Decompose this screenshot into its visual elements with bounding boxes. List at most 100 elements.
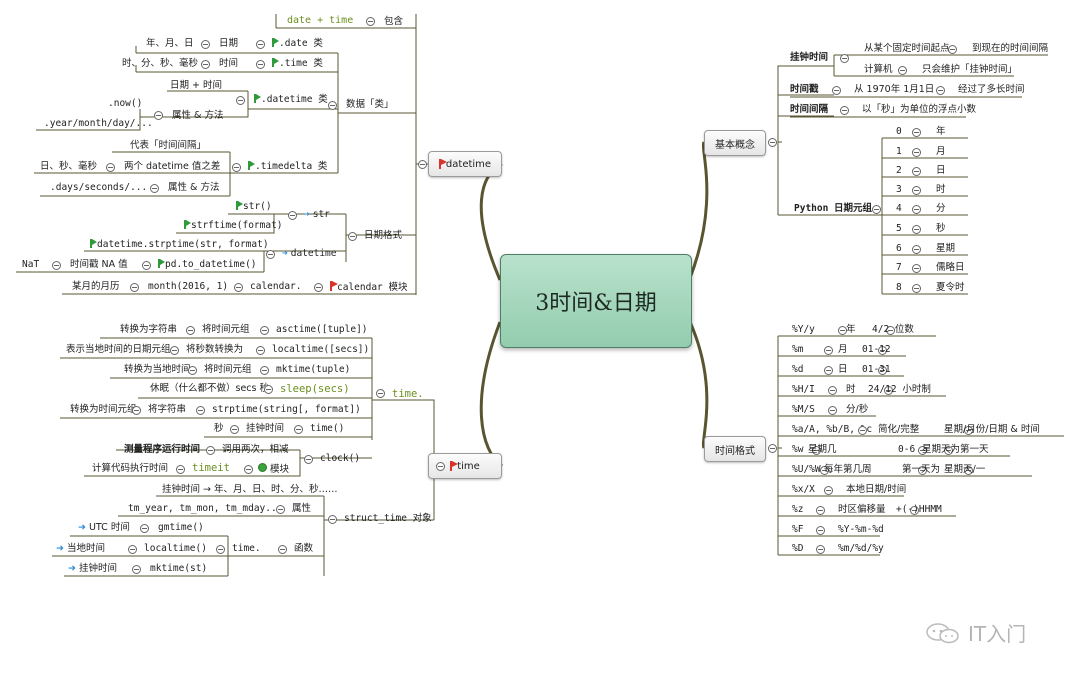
collapse-icon[interactable] [230, 425, 239, 434]
collapse-icon[interactable] [912, 205, 921, 214]
collapse-icon[interactable] [256, 40, 265, 49]
collapse-icon[interactable] [912, 148, 921, 157]
collapse-icon[interactable] [858, 426, 867, 435]
collapse-icon[interactable] [314, 283, 323, 292]
collapse-icon[interactable] [196, 406, 205, 415]
collapse-icon[interactable] [106, 163, 115, 172]
collapse-icon[interactable] [142, 261, 151, 270]
watermark: IT入门 [924, 618, 1026, 647]
collapse-icon[interactable] [186, 326, 195, 335]
collapse-icon[interactable] [840, 54, 849, 63]
collapse-icon[interactable] [418, 160, 427, 169]
collapse-icon[interactable] [964, 426, 973, 435]
collapse-icon[interactable] [132, 565, 141, 574]
branch-datetime[interactable]: datetime [428, 151, 502, 177]
collapse-icon[interactable] [276, 505, 285, 514]
branch-time-format[interactable]: 时间格式 [704, 436, 766, 462]
collapse-icon[interactable] [816, 545, 825, 554]
format-desc: %Y-%m-%d [838, 524, 884, 535]
collapse-icon[interactable] [176, 465, 185, 474]
collapse-icon[interactable] [52, 261, 61, 270]
collapse-icon[interactable] [260, 326, 269, 335]
collapse-icon[interactable] [294, 425, 303, 434]
collapse-icon[interactable] [206, 446, 215, 455]
collapse-icon[interactable] [188, 366, 197, 375]
collapse-icon[interactable] [244, 465, 253, 474]
collapse-icon[interactable] [130, 283, 139, 292]
collapse-icon[interactable] [878, 346, 887, 355]
collapse-icon[interactable] [828, 386, 837, 395]
collapse-icon[interactable] [886, 326, 895, 335]
collapse-icon[interactable] [348, 232, 357, 241]
format-desc: 01-12 [862, 344, 891, 355]
green-flag-icon [248, 161, 255, 170]
collapse-icon[interactable] [132, 406, 141, 415]
collapse-icon[interactable] [820, 466, 829, 475]
collapse-icon[interactable] [216, 545, 225, 554]
node-date-plus-time: date + time [287, 15, 354, 26]
collapse-icon[interactable] [812, 446, 821, 455]
collapse-icon[interactable] [234, 283, 243, 292]
collapse-icon[interactable] [154, 111, 163, 120]
collapse-icon[interactable] [824, 346, 833, 355]
collapse-icon[interactable] [918, 446, 927, 455]
collapse-icon[interactable] [366, 17, 375, 26]
collapse-icon[interactable] [304, 455, 313, 464]
collapse-icon[interactable] [150, 184, 159, 193]
collapse-icon[interactable] [912, 284, 921, 293]
collapse-icon[interactable] [256, 346, 265, 355]
collapse-icon[interactable] [832, 86, 841, 95]
collapse-icon[interactable] [376, 389, 385, 398]
collapse-icon[interactable] [912, 245, 921, 254]
collapse-icon[interactable] [328, 101, 337, 110]
center-topic[interactable]: 3时间&日期 [500, 254, 692, 348]
collapse-icon[interactable] [328, 515, 337, 524]
collapse-icon[interactable] [936, 86, 945, 95]
node-attr-method: 属性 & 方法 [172, 110, 224, 121]
collapse-icon[interactable] [944, 446, 953, 455]
collapse-icon[interactable] [260, 366, 269, 375]
collapse-icon[interactable] [170, 346, 179, 355]
collapse-icon[interactable] [816, 526, 825, 535]
node-secs-to: 将秒数转换为 [186, 344, 244, 355]
collapse-icon[interactable] [288, 211, 297, 220]
branch-basic-concepts[interactable]: 基本概念 [704, 130, 766, 156]
collapse-icon[interactable] [140, 524, 149, 533]
collapse-icon[interactable] [201, 40, 210, 49]
collapse-icon[interactable] [824, 366, 833, 375]
green-flag-icon [272, 38, 279, 47]
node-measure: 测量程序运行时间 [124, 444, 201, 455]
collapse-icon[interactable] [948, 45, 957, 54]
collapse-icon[interactable] [232, 163, 241, 172]
collapse-icon[interactable] [912, 225, 921, 234]
collapse-icon[interactable] [816, 506, 825, 515]
collapse-icon[interactable] [884, 386, 893, 395]
collapse-icon[interactable] [264, 385, 273, 394]
collapse-icon[interactable] [912, 264, 921, 273]
red-flag-icon [438, 159, 447, 169]
collapse-icon[interactable] [824, 486, 833, 495]
collapse-icon[interactable] [436, 462, 445, 471]
collapse-icon[interactable] [918, 466, 927, 475]
collapse-icon[interactable] [910, 506, 919, 515]
collapse-icon[interactable] [964, 466, 973, 475]
collapse-icon[interactable] [236, 96, 245, 105]
collapse-icon[interactable] [838, 326, 847, 335]
collapse-icon[interactable] [872, 205, 881, 214]
collapse-icon[interactable] [898, 66, 907, 75]
collapse-icon[interactable] [912, 167, 921, 176]
collapse-icon[interactable] [878, 366, 887, 375]
collapse-icon[interactable] [256, 60, 265, 69]
collapse-icon[interactable] [266, 250, 275, 259]
collapse-icon[interactable] [912, 186, 921, 195]
collapse-icon[interactable] [128, 545, 137, 554]
node-time-tuple-2: 将时间元组 [204, 364, 252, 375]
collapse-icon[interactable] [828, 406, 837, 415]
collapse-icon[interactable] [201, 60, 210, 69]
collapse-icon[interactable] [278, 545, 287, 554]
collapse-icon[interactable] [912, 128, 921, 137]
collapse-icon[interactable] [768, 444, 777, 453]
node-calendar-dot: calendar. [250, 281, 302, 292]
collapse-icon[interactable] [768, 138, 777, 147]
collapse-icon[interactable] [840, 106, 849, 115]
